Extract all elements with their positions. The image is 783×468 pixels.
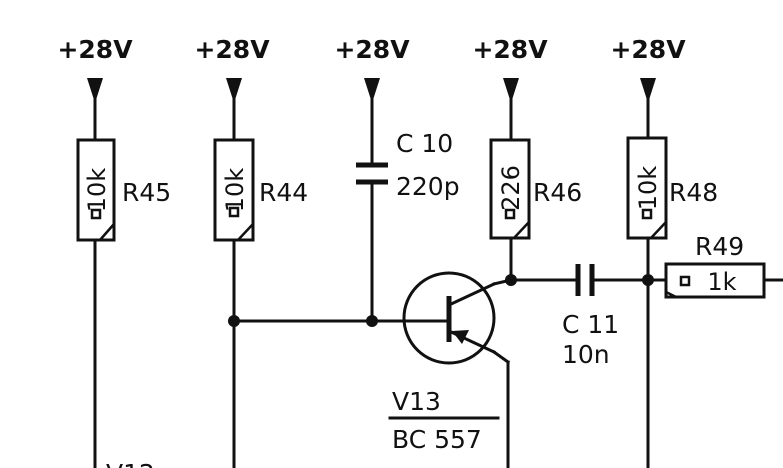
resistor-r45-ref: R45 xyxy=(122,178,171,207)
supply-arrow-3 xyxy=(364,78,380,103)
resistor-r49-value: 1k xyxy=(707,268,736,296)
resistor-r49-tick xyxy=(665,290,677,299)
transistor-v13-collector xyxy=(447,282,496,307)
resistor-r48-value: 10k xyxy=(634,166,662,211)
supply-label-2: +28V xyxy=(194,35,270,64)
resistor-r49-body xyxy=(664,262,766,299)
supply-arrow-1 xyxy=(87,78,103,103)
resistor-r46-ref: R46 xyxy=(533,178,582,207)
transistor-v13-ref: V13 xyxy=(392,387,441,416)
junction-dot-c10 xyxy=(366,315,378,327)
supply-arrow-2 xyxy=(226,78,242,103)
resistor-r45-value: 10k xyxy=(83,168,111,213)
resistor-r46-mark xyxy=(504,208,516,220)
resistor-r44-body xyxy=(213,138,255,242)
supply-label-1: +28V xyxy=(57,35,133,64)
supply-label-4: +28V xyxy=(472,35,548,64)
resistor-r49-mark xyxy=(679,275,691,287)
junction-dot-r48 xyxy=(642,274,654,286)
resistor-r48-tick xyxy=(650,221,667,239)
supply-arrow-5 xyxy=(640,78,656,103)
resistor-r46-value: 226 xyxy=(497,165,525,211)
resistor-r45-tick xyxy=(99,223,115,241)
wire-emitter-bend xyxy=(491,349,511,365)
resistor-r45-mark xyxy=(90,208,102,220)
resistor-r46-body xyxy=(489,138,531,240)
resistor-r48-body xyxy=(626,136,668,240)
capacitor-c11: C 11 10n xyxy=(562,264,619,369)
capacitor-c10-value: 220p xyxy=(396,172,460,201)
capacitor-c11-ref: C 11 xyxy=(562,310,619,339)
resistor-r44-mark xyxy=(228,206,240,218)
transistor-v13-emitter-arrow xyxy=(452,330,469,344)
resistor-r49: R49 1k xyxy=(664,232,766,299)
transistor-v13-envelope xyxy=(402,271,496,365)
resistor-r44-ref: R44 xyxy=(259,178,308,207)
resistor-r45-body xyxy=(76,138,116,242)
transistor-v13-collector-lead xyxy=(492,278,513,286)
resistor-r46: 226 R46 xyxy=(489,138,582,240)
transistor-v13: V13 BC 557 xyxy=(388,271,513,454)
supply-arrow-4 xyxy=(503,78,519,103)
resistor-r46-tick xyxy=(513,221,530,239)
supply-label-5: +28V xyxy=(610,35,686,64)
supply-label-3: +28V xyxy=(334,35,410,64)
junction-dot-r44 xyxy=(228,315,240,327)
resistor-r45: 10k R45 xyxy=(76,138,171,242)
resistor-r44: 10k R44 xyxy=(213,138,308,242)
capacitor-c10-ref: C 10 xyxy=(396,129,453,158)
resistor-r44-tick xyxy=(237,223,254,241)
resistor-r49-ref: R49 xyxy=(695,232,744,261)
resistor-r48-ref: R48 xyxy=(669,178,718,207)
capacitor-c11-value: 10n xyxy=(562,340,610,369)
capacitor-c10: C 10 220p xyxy=(356,129,460,201)
resistor-r48-mark xyxy=(641,208,653,220)
resistor-r44-value: 10k xyxy=(221,168,249,213)
resistor-r48: 10k R48 xyxy=(626,136,718,240)
transistor-v13-type: BC 557 xyxy=(392,425,482,454)
transistor-v12-ref: V12 xyxy=(106,459,155,468)
